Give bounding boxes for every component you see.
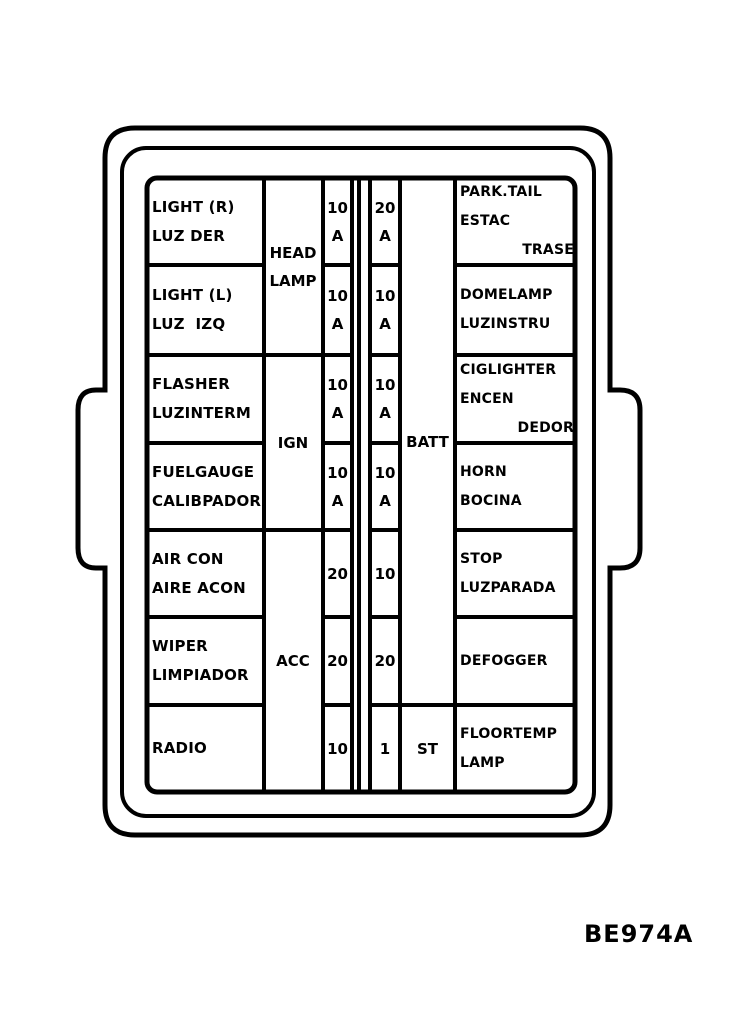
left-fuse-label-line: LIGHT (R) [152, 197, 235, 216]
right-fuse-rating-line: 20 [374, 652, 396, 670]
left-group-label-line: HEAD [269, 243, 317, 262]
right-fuse-label-line: TRASE [522, 242, 574, 258]
right-fuse-rating-line: A [379, 226, 391, 245]
left-fuse-label-line: LUZ DER [152, 226, 225, 245]
right-fuse-rating: 20 [370, 647, 400, 675]
diagram-code: BE974A [584, 920, 694, 948]
right-fuse-rating-line: 20 [374, 198, 396, 217]
left-fuse-label-line: LUZ IZQ [152, 315, 226, 333]
left-fuse-label-line: WIPER [152, 637, 208, 655]
right-fuse-label-line: DEDOR [517, 419, 574, 436]
left-fuse-rating: 20 [323, 647, 352, 675]
right-fuse-rating: 10 [370, 560, 400, 588]
left-fuse-rating-line: 10 [327, 463, 348, 482]
right-fuse-label-line: ENCEN [460, 390, 514, 407]
left-fuse-rating: 10 [323, 735, 352, 763]
right-group-label-line: ST [416, 739, 439, 758]
right-fuse-label-line: BOCINA [460, 492, 522, 509]
left-fuse-rating-line: 10 [327, 376, 348, 394]
right-fuse-label-line: ESTAC [460, 213, 511, 229]
left-group-label: HEAD LAMP [262, 239, 324, 295]
left-fuse-label-line: CALIBPADOR [152, 491, 262, 510]
left-fuse-label-line: AIR CON [152, 549, 224, 568]
right-fuse-rating: 1 [370, 735, 400, 763]
right-fuse-label-line: LUZINSTRU [460, 316, 551, 332]
left-fuse-label: LIGHT (R) LUZ DER [152, 193, 262, 251]
left-fuse-label-line: LIMPIADOR [152, 666, 249, 684]
right-fuse-label: DEFOGGER [460, 647, 574, 676]
right-fuse-label: PARK.TAIL ESTAC TRASE [460, 178, 574, 265]
left-fuse-label: FLASHER LUZINTERM [152, 370, 262, 428]
left-fuse-label: FUELGAUGE CALIBPADOR [152, 458, 262, 516]
left-fuse-label-line: AIRE ACON [152, 578, 246, 597]
left-group-label-line: IGN [277, 433, 309, 452]
left-group-label-line: LAMP [269, 271, 317, 290]
right-group-label-line: BATT [406, 432, 449, 451]
right-fuse-label-line: LUZPARADA [460, 579, 556, 596]
right-group-label: ST [400, 735, 455, 763]
left-fuse-label-line: LUZINTERM [152, 404, 251, 422]
left-fuse-rating-line: A [331, 226, 344, 245]
left-fuse-label: AIR CON AIRE ACON [152, 545, 262, 603]
left-fuse-rating-line: A [331, 404, 344, 422]
right-fuse-rating-line: 10 [374, 463, 396, 482]
right-group-label: BATT [400, 428, 455, 456]
right-fuse-label-line: HORN [460, 463, 507, 480]
left-group-label: ACC [262, 647, 324, 675]
left-group-label-line: ACC [276, 652, 310, 670]
left-fuse-rating-line: 10 [327, 287, 348, 305]
right-fuse-rating-line: 10 [374, 564, 396, 583]
left-fuse-rating-line: 10 [327, 739, 348, 758]
left-fuse-label-line: FLASHER [152, 375, 230, 393]
right-fuse-rating-line: A [379, 404, 391, 422]
right-fuse-label-line: PARK.TAIL [460, 184, 542, 200]
right-fuse-label: HORN BOCINA [460, 458, 574, 516]
left-fuse-rating-line: 20 [327, 652, 348, 670]
right-fuse-rating-line: A [379, 315, 391, 333]
right-fuse-rating-line: 10 [374, 376, 396, 394]
left-fuse-rating: 20 [323, 560, 352, 588]
right-fuse-label: DOMELAMP LUZINSTRU [460, 281, 574, 339]
left-fuse-rating-line: 20 [327, 564, 348, 583]
left-fuse-rating-line: A [331, 315, 344, 333]
left-fuse-label: RADIO [152, 734, 262, 763]
right-fuse-label-line: STOP [460, 550, 503, 567]
right-fuse-label-line: CIGLIGHTER [460, 361, 557, 378]
right-fuse-label-line: FLOORTEMP [460, 725, 558, 742]
left-fuse-label-line: LIGHT (L) [152, 286, 233, 304]
right-fuse-rating-line: A [379, 491, 391, 510]
housing-inner-outline [120, 146, 596, 818]
left-fuse-label-line: RADIO [152, 739, 207, 757]
right-fuse-rating-line: 1 [379, 739, 391, 758]
left-fuse-label: LIGHT (L) LUZ IZQ [152, 281, 262, 339]
right-fuse-label: STOP LUZPARADA [460, 545, 574, 603]
left-fuse-label: WIPER LIMPIADOR [152, 632, 262, 690]
left-group-label: IGN [262, 429, 324, 457]
left-fuse-rating-line: 10 [327, 198, 348, 217]
right-fuse-label-line: DOMELAMP [460, 287, 553, 303]
left-fuse-rating-line: A [331, 491, 344, 510]
right-fuse-label-line: LAMP [460, 754, 505, 771]
left-fuse-label-line: FUELGAUGE [152, 462, 255, 481]
housing-outer-outline [75, 125, 643, 838]
right-fuse-label-line: DEFOGGER [460, 652, 548, 669]
right-fuse-rating-line: 10 [374, 287, 396, 305]
right-fuse-label: FLOORTEMP LAMP [460, 720, 574, 778]
